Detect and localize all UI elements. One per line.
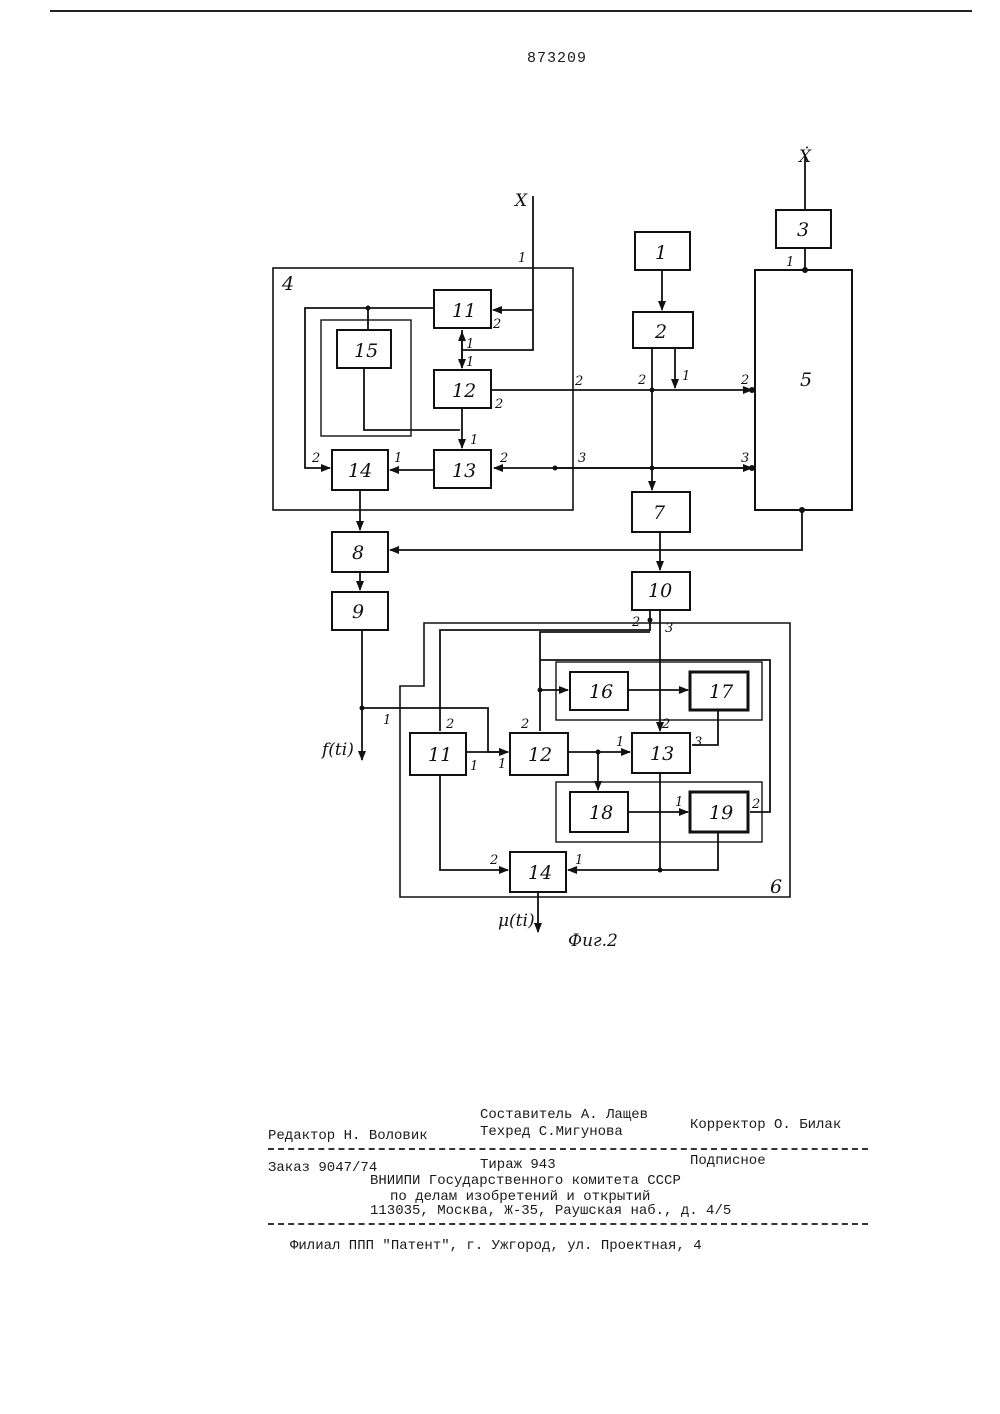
imprint-corrector: Корректор О. Билак xyxy=(690,1117,841,1133)
g4-inner-frame xyxy=(321,320,411,436)
port-label: 2 xyxy=(661,717,670,732)
port-label: 1 xyxy=(498,757,506,772)
label-group-6: 6 xyxy=(770,876,782,898)
port-label: 1 xyxy=(466,355,474,370)
label-block-9: 9 xyxy=(352,601,364,623)
group-6-frame xyxy=(400,623,790,897)
port-label: 3 xyxy=(694,735,702,750)
port-label: 2 xyxy=(740,373,749,388)
imprint-editor: Редактор Н. Воловик xyxy=(268,1128,428,1144)
port-label: 1 xyxy=(786,255,794,270)
imprint-circulation: Тираж 943 xyxy=(480,1157,556,1173)
signal-mu-ti: μ(ti) xyxy=(498,911,535,931)
port-label: 3 xyxy=(578,451,586,466)
port-label: 2 xyxy=(494,397,503,412)
imprint-compiler: Составитель А. Лащев xyxy=(480,1107,648,1123)
label-g6-block-14: 14 xyxy=(528,862,552,884)
group-4-frame xyxy=(273,268,573,510)
label-block-2: 2 xyxy=(654,321,667,343)
label-block-3: 3 xyxy=(797,219,809,241)
port-label: 2 xyxy=(631,615,640,630)
label-block-7: 7 xyxy=(653,502,666,524)
port-label: 1 xyxy=(518,251,526,266)
label-g6-block-16: 16 xyxy=(589,681,613,703)
label-g6-block-11: 11 xyxy=(428,744,452,766)
port-label: 1 xyxy=(616,735,624,750)
label-g4-block-11: 11 xyxy=(452,300,476,322)
port-label: 1 xyxy=(575,853,583,868)
port-label: 1 xyxy=(394,451,402,466)
port-label: 1 xyxy=(470,433,478,448)
label-g6-block-18: 18 xyxy=(589,802,613,824)
imprint-subscription: Подписное xyxy=(690,1153,766,1169)
port-label: 2 xyxy=(574,374,583,389)
label-g6-block-17: 17 xyxy=(709,681,734,703)
port-label: 1 xyxy=(675,795,683,810)
label-g6-block-12: 12 xyxy=(528,744,552,766)
label-g6-block-13: 13 xyxy=(650,743,674,765)
label-g4-block-12: 12 xyxy=(452,380,476,402)
port-label: 2 xyxy=(492,317,501,332)
port-label: 2 xyxy=(489,853,498,868)
port-label: 2 xyxy=(445,717,454,732)
dashed-rule xyxy=(268,1223,868,1225)
port-label: 1 xyxy=(466,337,474,352)
label-g4-block-14: 14 xyxy=(348,460,372,482)
label-g6-block-19: 19 xyxy=(709,802,733,824)
port-label: 1 xyxy=(682,369,690,384)
label-block-1: 1 xyxy=(655,242,667,264)
imprint-branch: Филиал ППП "Патент", г. Ужгород, ул. Про… xyxy=(290,1238,702,1254)
label-group-4: 4 xyxy=(281,273,294,295)
port-label: 1 xyxy=(470,759,478,774)
block-diagram: 1 2 3 5 7 10 8 9 11 12 13 14 15 11 12 13… xyxy=(0,0,1000,1000)
label-block-8: 8 xyxy=(352,542,364,564)
signal-x: X xyxy=(513,191,528,211)
label-g4-block-15: 15 xyxy=(354,340,378,362)
figure-caption: Фиг.2 xyxy=(568,931,618,951)
port-label: 2 xyxy=(499,451,508,466)
dashed-rule xyxy=(268,1148,868,1150)
port-label: 3 xyxy=(665,621,673,636)
port-label: 2 xyxy=(311,451,320,466)
port-label: 2 xyxy=(520,717,529,732)
port-label: 3 xyxy=(741,451,749,466)
imprint-address: 113035, Москва, Ж-35, Раушская наб., д. … xyxy=(370,1203,731,1219)
label-block-5: 5 xyxy=(800,369,812,391)
signal-x-dot: Ẋ xyxy=(797,146,812,167)
imprint-order: Заказ 9047/74 xyxy=(268,1160,377,1176)
imprint-techred: Техред С.Мигунова xyxy=(480,1124,623,1140)
imprint-org-line1: ВНИИПИ Государственного комитета СССР xyxy=(370,1173,681,1189)
label-block-10: 10 xyxy=(648,580,672,602)
port-label: 2 xyxy=(637,373,646,388)
port-label: 2 xyxy=(751,797,760,812)
port-label: 1 xyxy=(383,713,391,728)
label-g4-block-13: 13 xyxy=(452,460,476,482)
signal-f-ti: f(ti) xyxy=(320,740,354,760)
